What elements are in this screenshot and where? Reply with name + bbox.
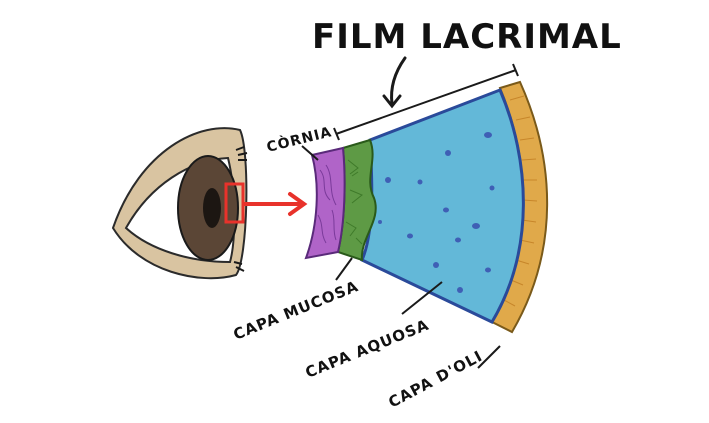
zoom-arrow (242, 192, 308, 216)
cornea-layer (304, 146, 346, 260)
cornea-texture (317, 164, 337, 244)
film-bracket (333, 63, 519, 141)
cornea-label: CÒRNIA (265, 122, 334, 156)
leader-lines (301, 145, 501, 369)
oil-texture (503, 95, 538, 307)
eye (111, 127, 248, 280)
title-arrow (382, 56, 407, 109)
aqueous-label: CAPA AQUOSA (303, 316, 432, 382)
pupil (203, 188, 221, 228)
layer-section (304, 80, 549, 334)
oil-label: CAPA D'OLI (385, 347, 485, 412)
aqueous-dots (378, 132, 495, 293)
title-label: FILM LACRIMAL (312, 17, 622, 57)
mucus-label: CAPA MUCOSA (231, 277, 361, 344)
aqueous-layer (360, 88, 525, 324)
mucus-texture (345, 159, 363, 245)
eyelashes (233, 146, 248, 272)
